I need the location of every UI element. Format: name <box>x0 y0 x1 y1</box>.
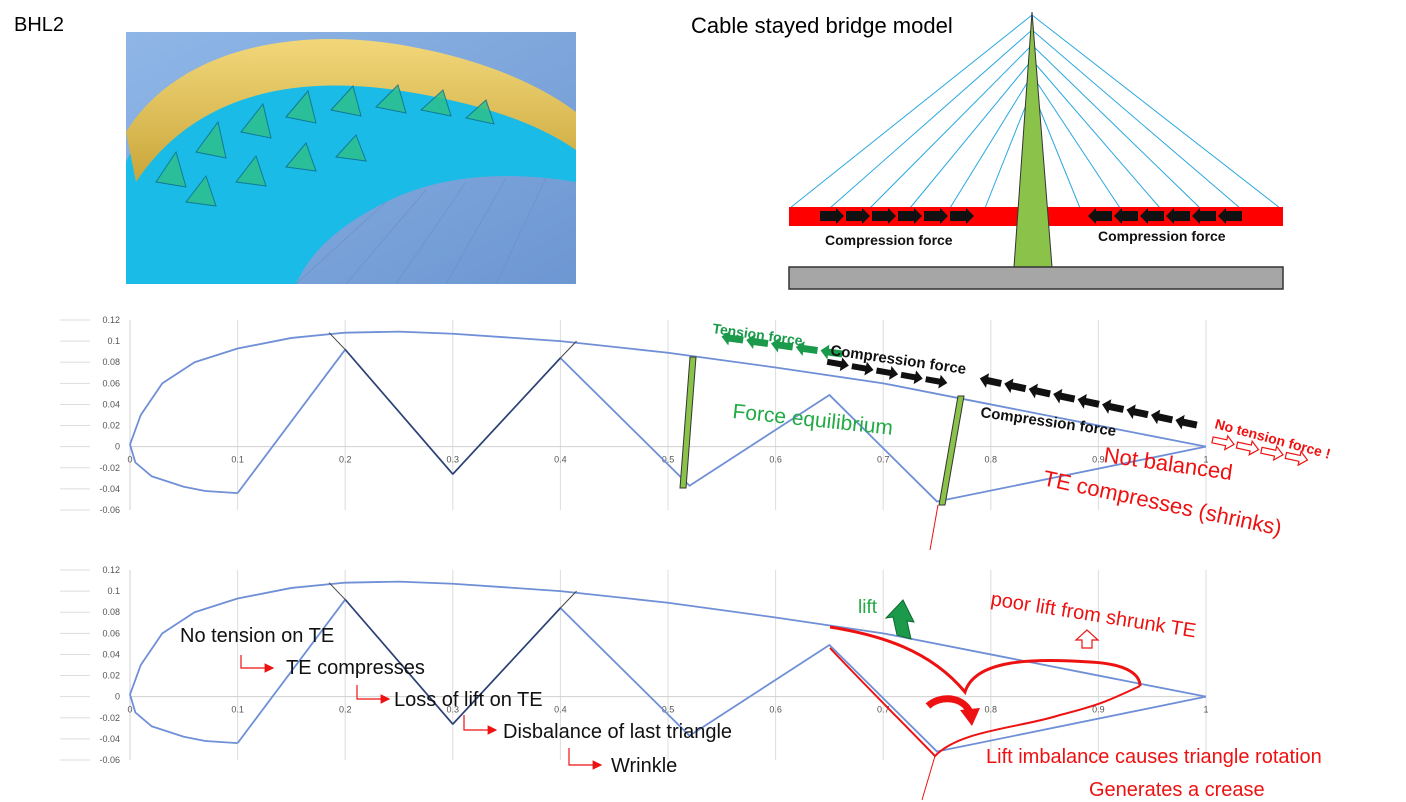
x-tick-label: 0.9 <box>1092 455 1105 465</box>
crease-label: Generates a crease <box>1089 779 1265 801</box>
x-tick-label: 0.8 <box>985 705 998 715</box>
bridge-left-arrows <box>820 208 974 224</box>
y-tick-label: -0.04 <box>99 484 120 494</box>
y-tick-label: -0.02 <box>99 713 120 723</box>
x-tick-label: 0.8 <box>985 455 998 465</box>
series-2-line <box>236 348 1207 503</box>
x-tick-label: 0.6 <box>769 705 782 715</box>
bridge-ground <box>788 266 1284 290</box>
bridge-right-arrows <box>1088 208 1242 224</box>
y-tick-label: 0.04 <box>102 649 120 659</box>
bridge-left-label: Compression force <box>825 232 953 248</box>
series-2-line <box>236 598 1207 753</box>
x-tick-label: 0.7 <box>877 705 890 715</box>
y-tick-label: 0.12 <box>102 565 120 575</box>
bridge-diagram: Compression force Compression force <box>788 11 1284 290</box>
y-tick-label: 0 <box>115 442 120 452</box>
bridge-right-label: Compression force <box>1098 228 1226 244</box>
x-tick-label: 0 <box>127 455 132 465</box>
x-tick-label: 0.7 <box>877 455 890 465</box>
truss-connector <box>328 332 346 350</box>
x-tick-label: 0.5 <box>662 455 675 465</box>
y-tick-label: 0.02 <box>102 671 120 681</box>
y-tick-label: -0.06 <box>99 755 120 765</box>
y-tick-label: 0.1 <box>107 586 120 596</box>
x-tick-label: 0.9 <box>1092 705 1105 715</box>
truss-connector <box>560 340 577 359</box>
y-tick-label: 0.08 <box>102 607 120 617</box>
x-tick-label: 0.3 <box>447 455 460 465</box>
page-label: BHL2 <box>14 14 65 36</box>
airfoil-chart-1: 0.12 0.1 0.08 0.06 0.04 0.02 0 -0.02 -0.04 -0.06 0… <box>60 315 1209 515</box>
y-tick-label: 0.12 <box>102 315 120 325</box>
y-tick-label: 0.08 <box>102 357 120 367</box>
y-tick-label: 0.04 <box>102 399 120 409</box>
y-tick-label: -0.06 <box>99 505 120 515</box>
x-tick-label: 0.6 <box>769 455 782 465</box>
y-tick-label: 0.02 <box>102 421 120 431</box>
truss-edge <box>344 349 454 475</box>
x-tick-label: 1 <box>1203 455 1208 465</box>
truss-edge <box>452 357 561 475</box>
x-tick-label: 0.1 <box>231 705 244 715</box>
bridge-cables <box>789 14 1281 209</box>
x-tick-label: 0.1 <box>231 455 244 465</box>
x-tick-label: 0.5 <box>662 705 675 715</box>
x-tick-label: 0.3 <box>447 705 460 715</box>
y-tick-label: -0.04 <box>99 734 120 744</box>
truss-edge <box>344 599 454 725</box>
truss-edge <box>452 607 561 725</box>
x-tick-label: 0 <box>127 705 132 715</box>
x-tick-label: 0.4 <box>554 455 567 465</box>
x-tick-label: 0.2 <box>339 705 352 715</box>
x-tick-label: 1 <box>1203 705 1208 715</box>
y-tick-label: 0.06 <box>102 378 120 388</box>
y-tick-label: 0 <box>115 692 120 702</box>
y-tick-label: -0.02 <box>99 463 120 473</box>
y-tick-label: 0.06 <box>102 628 120 638</box>
airfoil-chart-2: 0.12 0.1 0.08 0.06 0.04 0.02 0 -0.02 -0.04 -0.06 0… <box>60 565 1209 765</box>
bridge-title: Cable stayed bridge model <box>691 13 953 38</box>
y-tick-label: 0.1 <box>107 336 120 346</box>
canopy-photo <box>126 32 576 284</box>
bridge-pylon <box>1013 11 1053 268</box>
truss-connector <box>560 590 577 609</box>
series-1-line <box>129 330 1207 495</box>
truss-connector <box>328 582 346 600</box>
x-tick-label: 0.2 <box>339 455 352 465</box>
x-tick-label: 0.4 <box>554 705 567 715</box>
